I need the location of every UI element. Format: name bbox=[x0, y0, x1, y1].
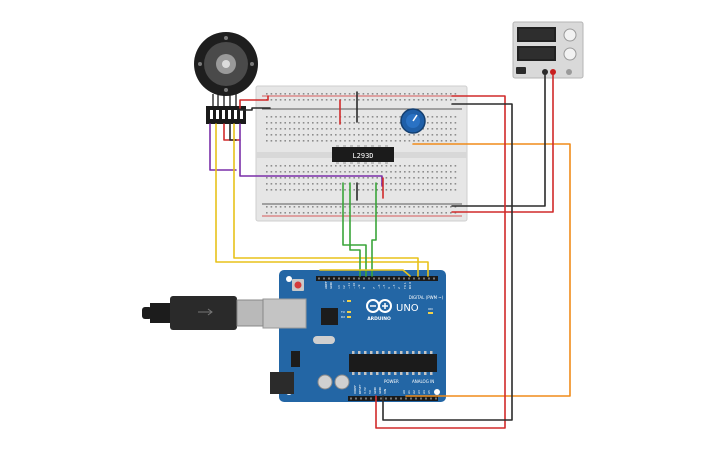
pin-label-13: 13 bbox=[337, 285, 341, 289]
wire-psu-black[interactable] bbox=[451, 74, 546, 207]
pin-label-vin: VIN bbox=[383, 389, 387, 394]
pin-label-3v3: 3.3V bbox=[363, 386, 367, 394]
pin-label-4: 4 bbox=[387, 287, 391, 289]
wire-yellow-1[interactable] bbox=[215, 123, 429, 277]
wire-green-3[interactable] bbox=[371, 182, 377, 277]
pin-label-5v: 5V bbox=[368, 389, 372, 394]
wire-motor-red[interactable] bbox=[239, 95, 269, 109]
current-knob[interactable] bbox=[563, 47, 577, 61]
wire-green-1[interactable] bbox=[342, 182, 367, 277]
mounting-hole bbox=[434, 389, 440, 395]
potentiometer[interactable] bbox=[400, 108, 426, 134]
led-label-tx: TX bbox=[340, 310, 345, 314]
wire-gnd-black[interactable] bbox=[382, 103, 513, 421]
pin-label-8: 8 bbox=[362, 287, 366, 289]
wire-yellow-2[interactable] bbox=[233, 123, 419, 277]
usb-icon bbox=[142, 307, 152, 319]
pin-label-12: 12 bbox=[342, 285, 346, 289]
l293d-driver-chip[interactable]: L293D bbox=[332, 145, 394, 164]
capacitor bbox=[317, 374, 333, 390]
capacitor bbox=[334, 374, 350, 390]
analog-header-label: ANALOG IN bbox=[412, 379, 434, 384]
mounting-hole bbox=[286, 276, 292, 282]
pin-label-tx: TX 1 bbox=[403, 282, 407, 290]
power-header-label: POWER bbox=[384, 379, 399, 384]
arduino-brand-label: ARDUINO bbox=[367, 316, 391, 322]
usb-jack bbox=[262, 298, 307, 329]
status-leds: L TX RX ON bbox=[340, 299, 433, 319]
wire-black-short[interactable] bbox=[229, 123, 237, 141]
arduino-logo bbox=[366, 299, 392, 313]
pin-label-6: ~6 bbox=[377, 284, 381, 289]
wire-motor-black[interactable] bbox=[239, 107, 271, 111]
pin-label-gnd: GND bbox=[329, 281, 333, 289]
pin-label-a4: A4 bbox=[422, 390, 426, 394]
pin-label-rx: RX 0 bbox=[408, 282, 412, 289]
wire-5v-red[interactable] bbox=[375, 95, 506, 429]
breadboard-holes bbox=[266, 93, 457, 214]
pin-label-a5: A5 bbox=[427, 390, 431, 394]
pin-label-3: ~3 bbox=[392, 284, 396, 289]
dc-barrel-jack bbox=[270, 372, 294, 394]
digital-pin-labels: AREF GND 13 12 ~11 ~10 ~9 8 7 ~6 ~5 4 ~3… bbox=[324, 281, 412, 290]
usb-cable[interactable] bbox=[142, 296, 264, 330]
wire-orange[interactable] bbox=[405, 143, 571, 397]
terminal-positive[interactable] bbox=[550, 69, 556, 75]
voltage-regulator bbox=[291, 351, 300, 367]
digital-header-label: DIGITAL (PWM ~) bbox=[409, 295, 444, 300]
pin-label-a3: A3 bbox=[417, 390, 421, 394]
power-switch[interactable] bbox=[516, 67, 526, 74]
ic-chip-label: L293D bbox=[352, 152, 373, 160]
pin-label-2: 2 bbox=[397, 287, 401, 289]
power-pin-labels: IOREF RESET 3.3V 5V GND GND VIN A0 A1 A2… bbox=[353, 384, 431, 394]
pin-label-9: ~9 bbox=[357, 284, 361, 289]
pin-label-gnd-a: GND bbox=[373, 386, 377, 394]
wire-psu-red[interactable] bbox=[451, 74, 554, 213]
pin-label-a0: A0 bbox=[402, 390, 406, 394]
pin-label-10: ~10 bbox=[352, 283, 356, 289]
pin-label-a1: A1 bbox=[407, 390, 411, 394]
wire-yellow-3[interactable] bbox=[319, 269, 411, 277]
voltage-knob[interactable] bbox=[563, 28, 577, 42]
pin-label-aref: AREF bbox=[324, 281, 328, 289]
pin-label-a2: A2 bbox=[412, 390, 416, 394]
pin-label-11: ~11 bbox=[347, 283, 351, 289]
led-label-on: ON bbox=[428, 307, 433, 311]
wire-purple-1[interactable] bbox=[209, 123, 237, 171]
header-pins bbox=[318, 277, 437, 400]
led-label-l: L bbox=[343, 299, 345, 303]
arduino-uno-board[interactable]: ARDUINO UNO DIGITAL (PWM ~) POWER ANALOG… bbox=[262, 270, 446, 402]
pin-label-5: ~5 bbox=[382, 284, 386, 289]
atmega-chip bbox=[349, 354, 437, 372]
wire-purple-2[interactable] bbox=[239, 123, 383, 187]
wires bbox=[209, 74, 571, 429]
pin-label-ioref: IOREF bbox=[353, 385, 357, 394]
crystal bbox=[313, 336, 335, 344]
wire-red-short[interactable] bbox=[223, 123, 241, 141]
dc-motor-encoder[interactable] bbox=[194, 32, 258, 124]
terminal-ground[interactable] bbox=[566, 69, 572, 75]
pin-label-7: 7 bbox=[372, 287, 376, 289]
led-label-rx: RX bbox=[341, 315, 345, 319]
digital-header[interactable] bbox=[316, 276, 438, 281]
wire-green-2[interactable] bbox=[349, 182, 361, 277]
atmega-pins bbox=[352, 351, 433, 375]
arduino-model-label: UNO bbox=[396, 303, 419, 314]
terminal-negative[interactable] bbox=[542, 69, 548, 75]
dc-power-supply[interactable] bbox=[512, 21, 584, 79]
power-analog-header[interactable] bbox=[348, 396, 438, 401]
usb-chip bbox=[321, 308, 338, 325]
reset-button-cap[interactable] bbox=[294, 281, 302, 289]
pin-label-gnd-b: GND bbox=[378, 386, 382, 394]
pin-label-reset: RESET bbox=[358, 384, 362, 394]
